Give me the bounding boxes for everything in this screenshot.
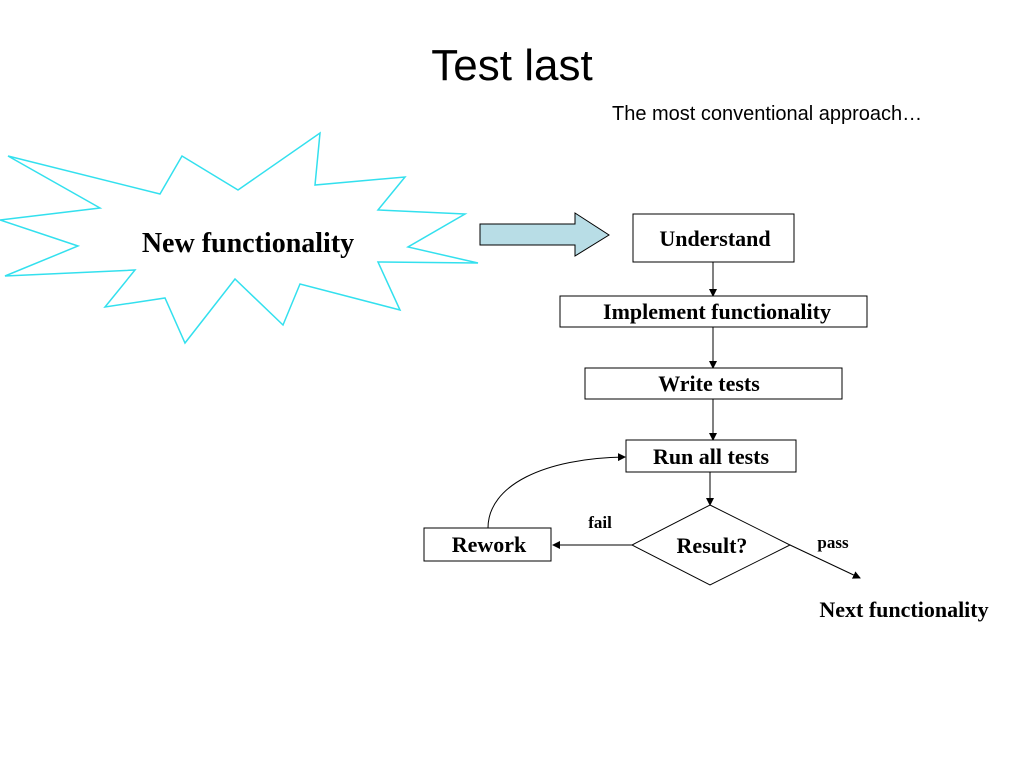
next-functionality-label: Next functionality (819, 597, 988, 622)
block-arrow (479, 212, 610, 257)
understand-label: Understand (659, 226, 770, 251)
rework-label: Rework (452, 532, 527, 557)
understand-box: Understand (632, 213, 795, 263)
pass-label: pass (817, 533, 849, 552)
run-tests-box: Run all tests (625, 439, 797, 473)
slide-subtitle: The most conventional approach… (612, 103, 923, 125)
new-functionality-burst: New functionality (0, 131, 479, 345)
write-tests-box: Write tests (584, 367, 843, 400)
burst-shape (0, 131, 479, 345)
connector-rework-loop (487, 453, 626, 529)
result-label: Result? (677, 533, 748, 558)
slide-title: Test last (431, 41, 593, 90)
fail-label: fail (588, 513, 612, 532)
implement-box: Implement functionality (559, 295, 868, 328)
run-tests-label: Run all tests (653, 444, 770, 469)
implement-label: Implement functionality (603, 299, 831, 324)
write-tests-label: Write tests (658, 371, 760, 396)
result-decision: Result? (630, 504, 792, 586)
rework-box: Rework (423, 527, 552, 562)
connector-pass (789, 544, 861, 579)
burst-label: New functionality (142, 228, 354, 259)
